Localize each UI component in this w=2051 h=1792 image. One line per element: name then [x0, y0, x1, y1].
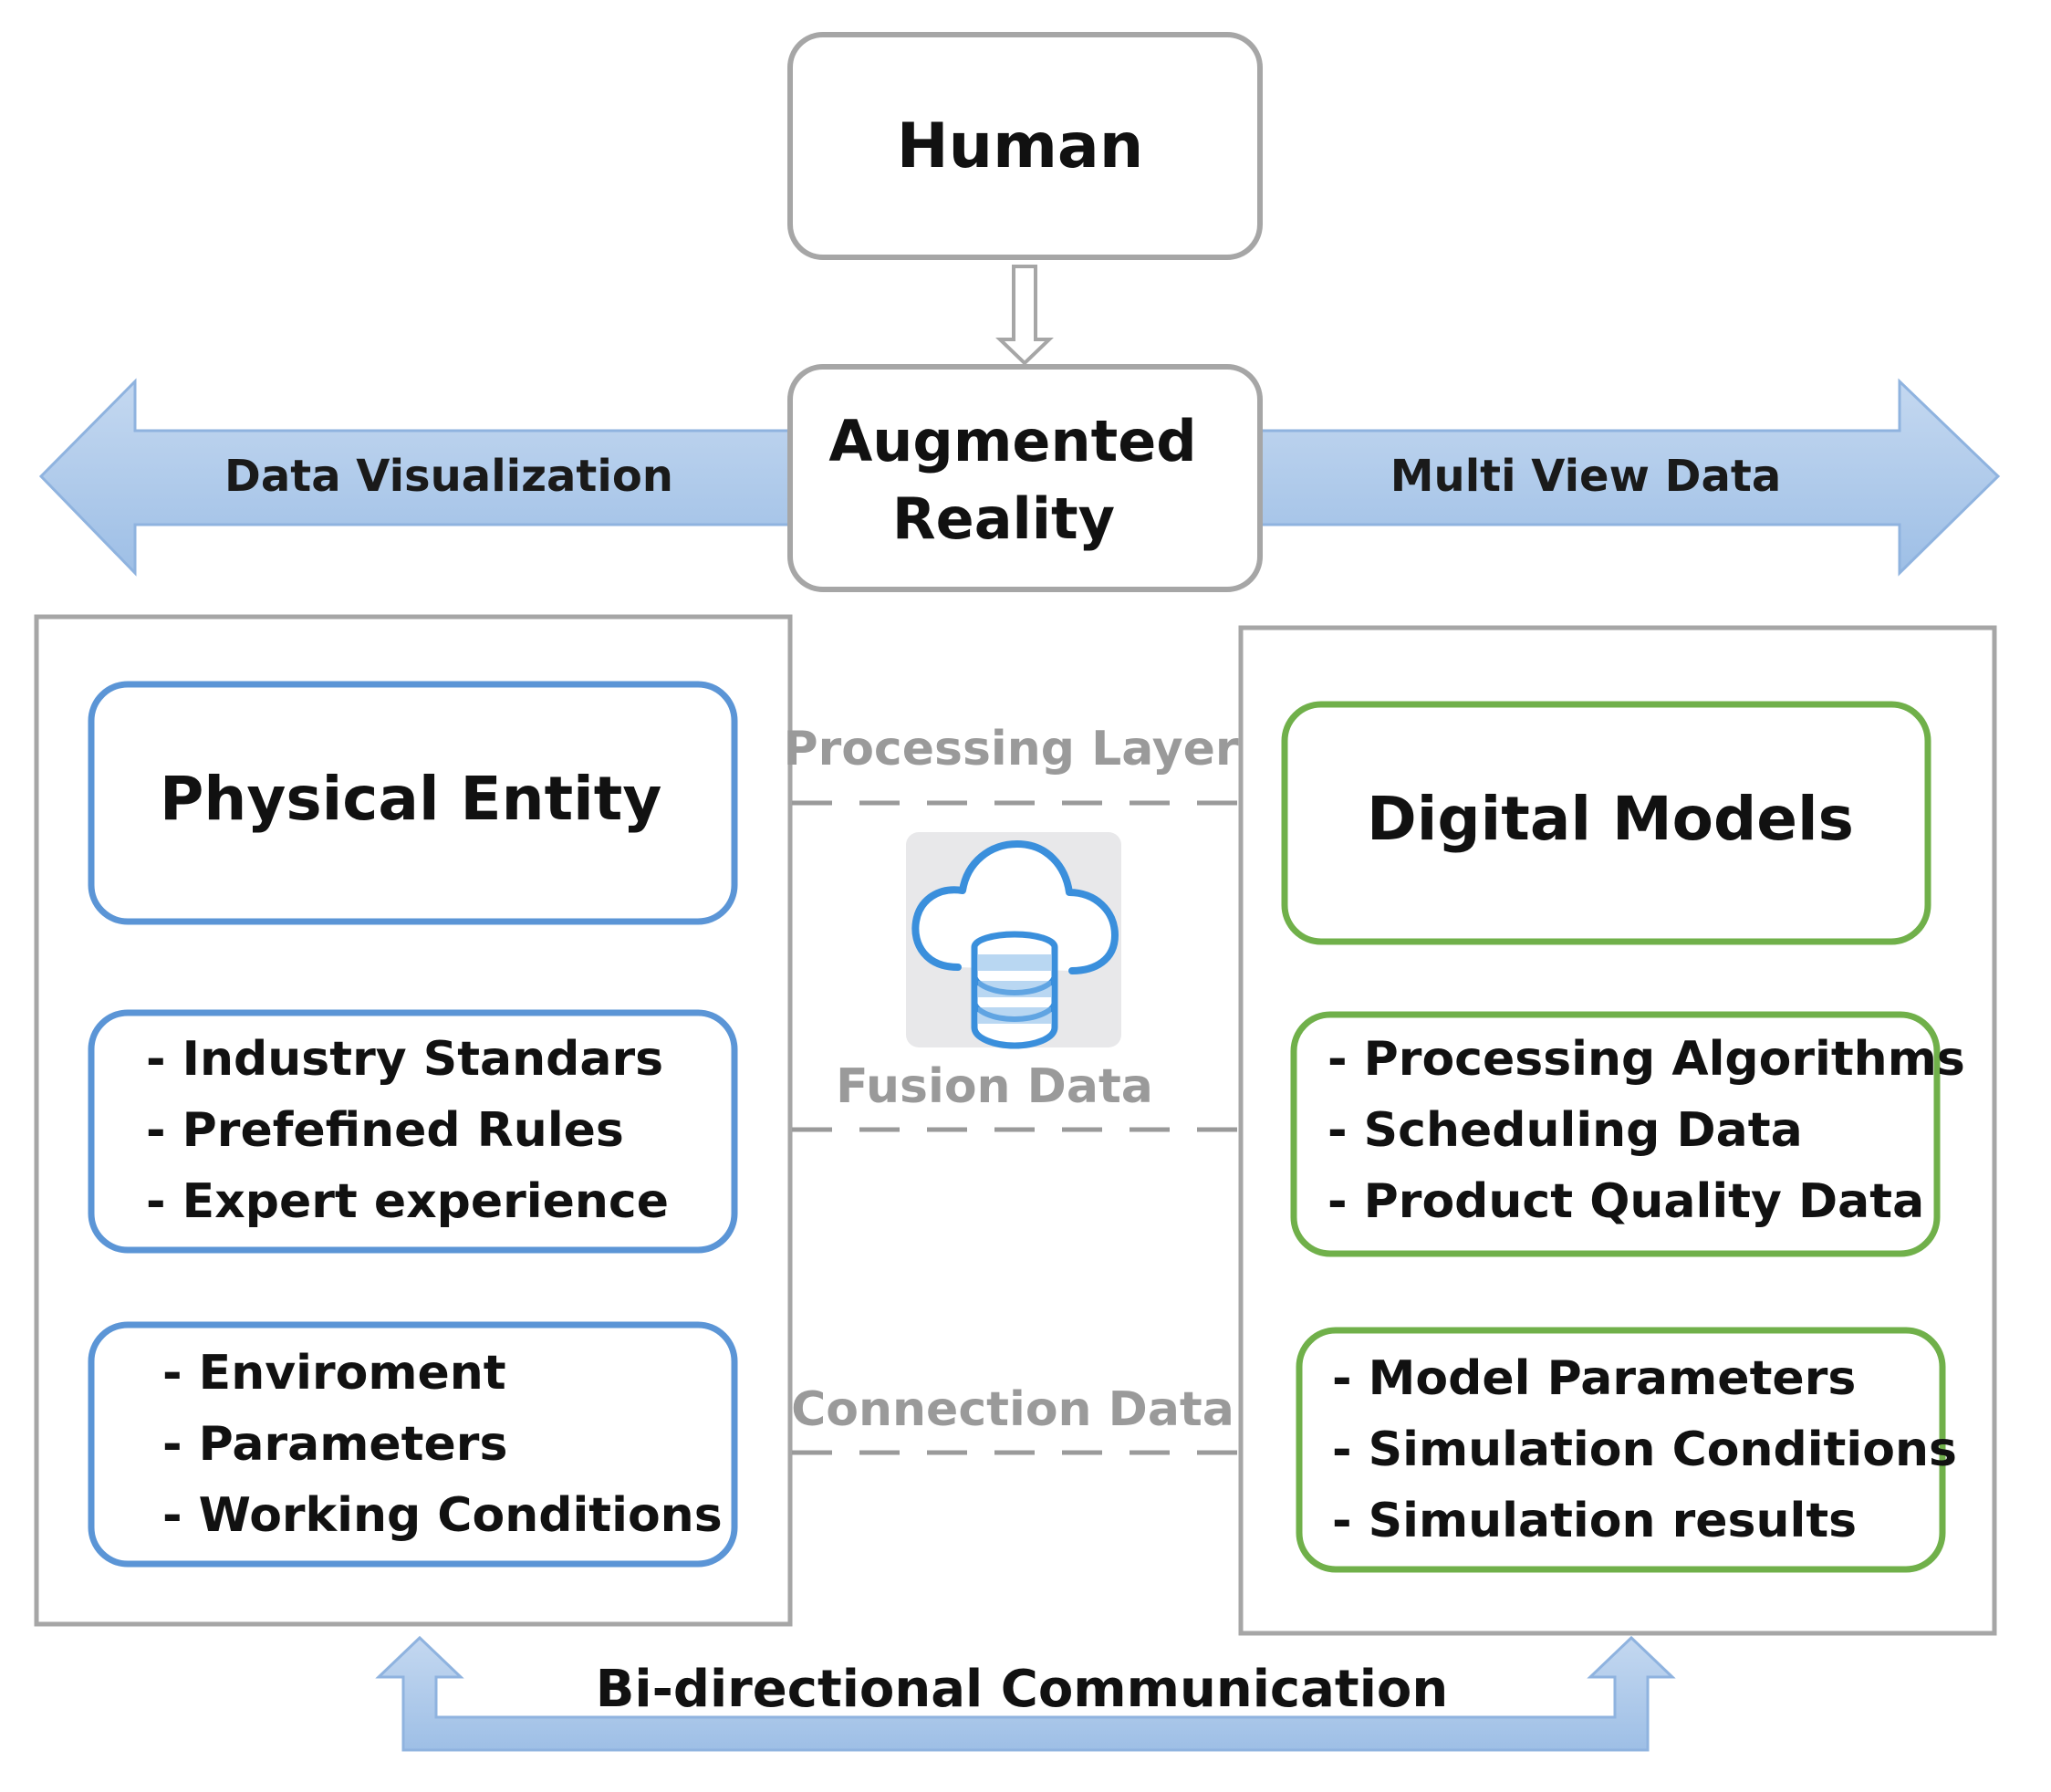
- bidirectional-arrow: [375, 1635, 1676, 1752]
- digital-models-box: [1281, 701, 1931, 945]
- cloud-database-icon: [906, 832, 1121, 1049]
- digital-group2-item: - Simulation Conditions: [1332, 1422, 1957, 1477]
- digital-group2-item: - Model Parameters: [1332, 1351, 1856, 1406]
- processing-layer-label: Processing Layer: [783, 722, 1238, 776]
- human-to-ar-arrow: [995, 265, 1054, 366]
- fusion-data-label: Fusion Data: [836, 1059, 1153, 1114]
- digital-group1-box: [1290, 1011, 1941, 1257]
- augmented-reality-line2: Reality: [892, 485, 1115, 552]
- physical-group2-item: - Working Conditions: [162, 1488, 723, 1543]
- digital-group1-item: - Product Quality Data: [1327, 1174, 1924, 1229]
- augmented-reality-line1: Augmented: [828, 408, 1196, 474]
- physical-group2-item: - Enviroment: [162, 1346, 506, 1401]
- connection-data-label: Connection Data: [791, 1382, 1234, 1437]
- physical-entity-title: Physical Entity: [160, 764, 661, 834]
- augmented-reality-box: [787, 364, 1263, 592]
- digital-group1-item: - Processing Algorithms: [1327, 1032, 1965, 1087]
- human-label: Human: [897, 110, 1143, 182]
- data-visualization-label: Data Visualization: [224, 451, 673, 502]
- physical-group1-box: [88, 1009, 738, 1254]
- physical-group2-box: [88, 1321, 738, 1568]
- multi-view-data-label: Multi View Data: [1390, 451, 1781, 502]
- digital-group2-box: [1296, 1327, 1946, 1573]
- physical-group1-item: - Prefefined Rules: [146, 1103, 624, 1158]
- digital-models-title: Digital Models: [1367, 784, 1854, 854]
- physical-group1-item: - Expert experience: [146, 1174, 669, 1229]
- physical-entity-box: [88, 681, 738, 925]
- digital-group2-item: - Simulation results: [1332, 1494, 1857, 1548]
- digital-group1-item: - Scheduling Data: [1327, 1103, 1803, 1158]
- human-box: [787, 32, 1263, 260]
- bidirectional-communication-label: Bi-directional Communication: [596, 1660, 1448, 1719]
- physical-group1-item: - Industry Standars: [146, 1032, 663, 1087]
- physical-group2-item: - Parameters: [162, 1417, 507, 1472]
